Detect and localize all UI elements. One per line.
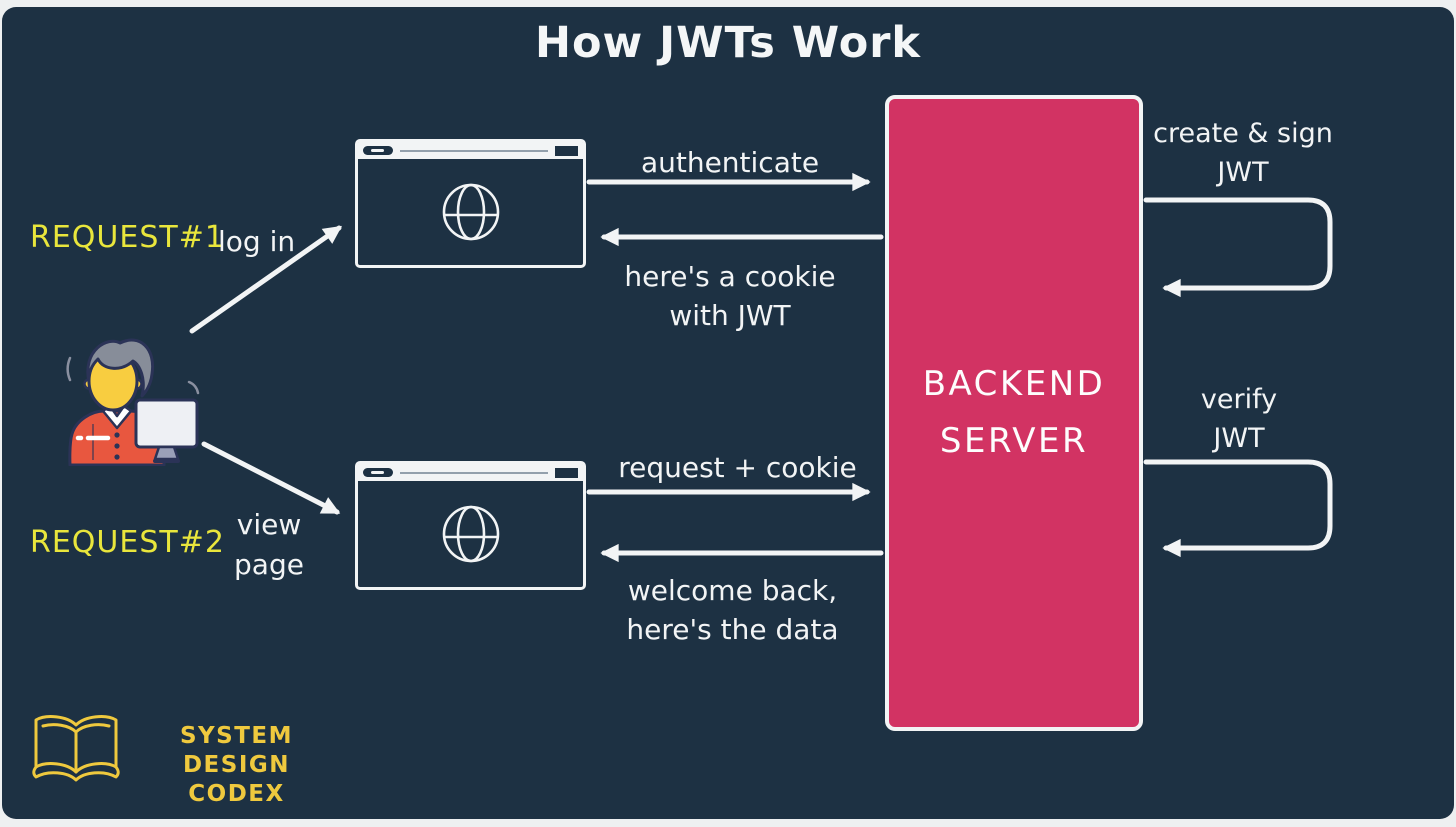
flow1-response-label: here's a cookie with JWT [585, 257, 875, 335]
browser1-nav-buttons [363, 146, 393, 155]
open-book-icon [32, 715, 120, 782]
logo-line2: CODEX [188, 781, 285, 807]
create-sign-line2: JWT [1217, 157, 1269, 188]
request2-action-line1: view [236, 508, 302, 541]
request2-label: REQUEST#2 [30, 525, 225, 560]
flow1-response-line1: here's a cookie [624, 260, 836, 293]
browser1-toolbar [358, 142, 583, 159]
globe-icon [442, 505, 499, 563]
browser-window-1 [355, 139, 586, 268]
globe-icon [442, 183, 499, 241]
user-at-computer-icon [66, 338, 200, 466]
flow2-response-label: welcome back, here's the data [585, 571, 880, 649]
logo-wordmark: SYSTEM DESIGN CODEX [124, 722, 349, 809]
flow1-request-label: authenticate [640, 146, 820, 179]
verify-line2: JWT [1213, 423, 1265, 454]
logo-line1: SYSTEM DESIGN [179, 723, 294, 778]
flow1-response-line2: with JWT [669, 299, 791, 332]
browser2-address-bar [400, 471, 548, 474]
browser-window-2 [355, 461, 586, 590]
backend-server-box: BACKEND SERVER [885, 95, 1143, 731]
browser2-toolbar [358, 464, 583, 481]
flow2-request-label: request + cookie [618, 451, 857, 484]
request2-action-label: view page [226, 505, 312, 585]
verify-jwt-label: verify JWT [1153, 380, 1325, 458]
request1-label: REQUEST#1 [30, 220, 225, 255]
request1-action-label: log in [218, 225, 296, 258]
request2-action-line2: page [234, 548, 304, 581]
verify-line1: verify [1200, 384, 1278, 415]
page-title: How JWTs Work [534, 18, 922, 68]
server-label-line2: SERVER [939, 421, 1089, 461]
create-sign-line1: create & sign [1153, 118, 1333, 149]
flow2-response-line1: welcome back, [627, 574, 838, 607]
flow2-response-line2: here's the data [626, 613, 839, 646]
browser2-menu-block [555, 467, 578, 478]
user-hair [86, 338, 155, 398]
browser1-menu-block [555, 145, 578, 156]
server-label-line1: BACKEND [922, 364, 1106, 404]
diagram-card-background [2, 7, 1454, 819]
monitor-icon [134, 398, 199, 449]
browser2-nav-buttons [363, 468, 393, 477]
browser1-address-bar [400, 149, 548, 152]
create-sign-jwt-label: create & sign JWT [1153, 114, 1333, 192]
